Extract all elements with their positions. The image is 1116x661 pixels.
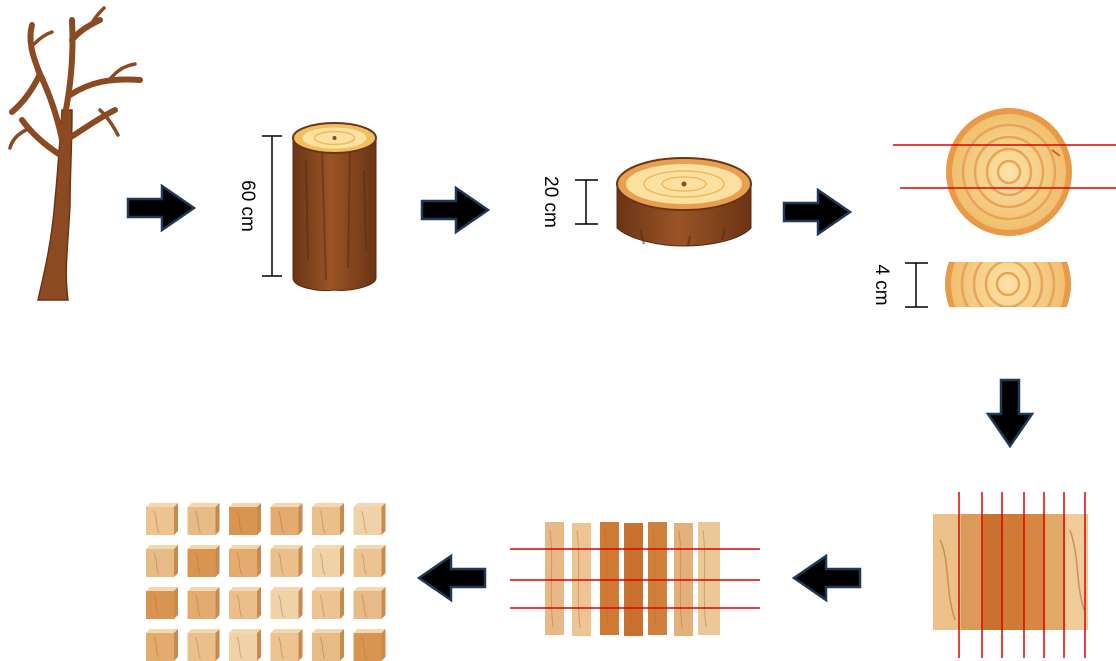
slab-thickness-label: 4 cm — [871, 264, 892, 305]
strip — [545, 522, 564, 635]
block — [229, 545, 261, 577]
disc-icon — [616, 157, 752, 247]
disc-height-label: 20 cm — [540, 176, 561, 228]
block — [146, 503, 178, 535]
plank-cut-lines — [958, 492, 1086, 658]
block — [312, 545, 344, 577]
arrow-icon — [986, 378, 1034, 448]
block — [229, 503, 261, 535]
disc-height-dimension: 20 cm — [540, 176, 598, 228]
block — [187, 503, 220, 535]
strip-cut-lines — [510, 548, 760, 609]
block — [353, 587, 386, 619]
block — [312, 503, 344, 535]
blocks-grid — [146, 503, 386, 661]
strip — [648, 522, 667, 635]
block — [146, 545, 178, 577]
strips-icon — [545, 522, 720, 636]
log-height-label: 60 cm — [237, 180, 258, 232]
arrow-icon — [792, 554, 862, 602]
arrow-icon — [420, 186, 490, 234]
block — [146, 587, 178, 619]
arrow-icon — [417, 554, 487, 602]
block — [229, 587, 261, 619]
strip — [698, 522, 720, 635]
strip — [600, 522, 619, 635]
block — [270, 503, 303, 535]
block — [312, 587, 344, 619]
block — [270, 587, 303, 619]
block — [270, 545, 303, 577]
arrow-icon — [126, 184, 196, 232]
arrow-icon — [782, 188, 852, 236]
block — [353, 629, 386, 661]
block — [187, 629, 220, 661]
block — [353, 545, 386, 577]
block — [229, 629, 261, 661]
block — [353, 503, 386, 535]
block — [270, 629, 303, 661]
log-height-dimension: 60 cm — [237, 135, 282, 277]
disc-cut-lines — [893, 144, 1116, 189]
disc-top-view — [946, 108, 1072, 236]
block — [187, 587, 220, 619]
block — [146, 629, 178, 661]
block — [187, 545, 220, 577]
log-icon — [292, 122, 377, 291]
tree-icon — [8, 6, 143, 301]
slab-icon — [945, 262, 1071, 307]
block — [312, 629, 344, 661]
slab-thickness-dimension: 4 cm — [871, 262, 928, 308]
